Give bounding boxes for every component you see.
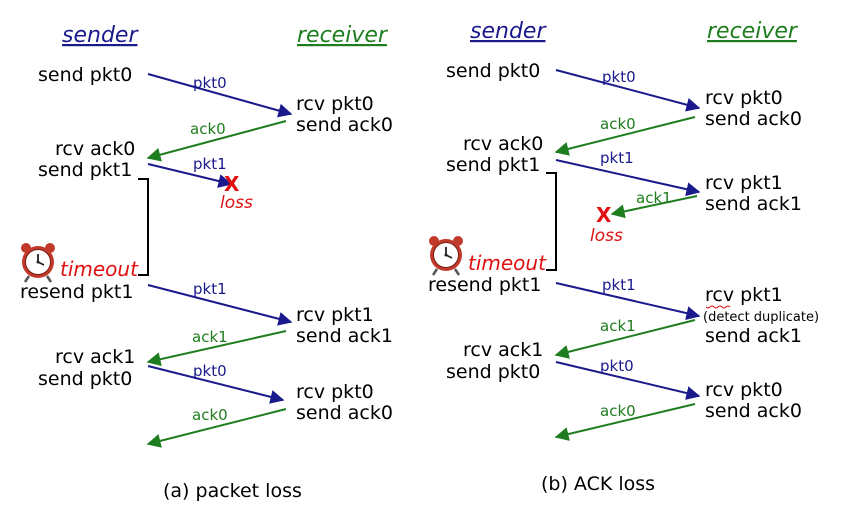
message-label: pkt0 <box>602 68 636 86</box>
receiver-event: send ack0 <box>296 114 393 136</box>
sender-event: rcv ack0 <box>463 133 543 155</box>
caption: (a) packet loss <box>163 480 302 502</box>
message-label: ack1 <box>600 317 636 335</box>
message-label: pkt1 <box>602 276 636 294</box>
sender-event: rcv ack0 <box>55 138 135 160</box>
message-arrow <box>147 284 293 326</box>
receiver-event: rcv pkt0 <box>296 381 374 403</box>
message-arrow <box>146 408 287 448</box>
sender-header: sender <box>62 23 139 48</box>
message-label: pkt1 <box>600 149 634 167</box>
panel-a: sender receiver send pkt0 rcv ack0 send … <box>19 23 393 502</box>
message-arrow <box>147 163 233 188</box>
sender-event: send pkt0 <box>38 368 132 390</box>
sender-event: resend pkt1 <box>428 274 541 296</box>
receiver-header: receiver <box>707 19 799 44</box>
sender-event: send pkt1 <box>38 159 132 181</box>
receiver-event: rcv pkt0 <box>296 93 374 115</box>
sender-event: resend pkt1 <box>20 281 133 303</box>
message-label: pkt1 <box>193 280 227 298</box>
sender-header: sender <box>470 19 547 44</box>
message-label: ack0 <box>600 115 636 133</box>
caption: (b) ACK loss <box>541 473 655 495</box>
message-arrow <box>554 319 696 359</box>
message-label: ack0 <box>190 120 226 138</box>
receiver-event: send ack1 <box>705 325 802 347</box>
receiver-event: send ack0 <box>705 400 802 422</box>
loss-mark: X <box>224 172 240 196</box>
message-label: ack0 <box>192 406 228 424</box>
receiver-event: send ack1 <box>705 193 802 215</box>
loss-label: loss <box>220 193 253 213</box>
message-arrow <box>555 282 701 320</box>
receiver-event: rcv pkt1 <box>705 284 783 306</box>
message-label: pkt0 <box>193 74 227 92</box>
message-label: pkt0 <box>193 362 227 380</box>
sender-event: send pkt1 <box>446 154 540 176</box>
message-label: pkt0 <box>600 357 634 375</box>
sender-event: send pkt0 <box>446 60 540 82</box>
message-label: ack1 <box>636 189 672 207</box>
message-arrow <box>555 361 701 400</box>
message-arrow <box>555 159 701 197</box>
sender-event: send pkt0 <box>38 64 132 86</box>
alarm-clock-icon <box>19 241 57 284</box>
receiver-header: receiver <box>297 23 389 48</box>
receiver-event: send ack0 <box>705 108 802 130</box>
sender-event: rcv ack1 <box>55 346 135 368</box>
sender-event: rcv ack1 <box>463 339 543 361</box>
message-label: pkt1 <box>193 155 227 173</box>
receiver-event: send ack1 <box>296 325 393 347</box>
detect-duplicate-note: (detect duplicate) <box>703 310 819 325</box>
message-arrow <box>147 73 293 118</box>
loss-mark: X <box>596 203 612 227</box>
message-arrow <box>147 365 285 404</box>
message-arrow <box>146 330 287 367</box>
spellcheck-underline <box>705 305 731 309</box>
message-arrow <box>610 195 698 219</box>
receiver-event: send ack0 <box>296 402 393 424</box>
message-arrow <box>554 403 696 441</box>
sender-event: send pkt0 <box>446 361 540 383</box>
loss-label: loss <box>590 226 623 246</box>
message-arrow <box>146 120 287 162</box>
timeout-label: timeout <box>60 257 139 281</box>
message-arrow <box>555 69 701 112</box>
message-label: ack1 <box>192 328 228 346</box>
receiver-event: rcv pkt0 <box>705 87 783 109</box>
receiver-event: rcv pkt0 <box>705 379 783 401</box>
receiver-event: rcv pkt1 <box>705 172 783 194</box>
timeout-bracket <box>546 172 557 271</box>
timeout-bracket <box>138 178 149 276</box>
panel-b: sender receiver send pkt0 rcv ack0 send … <box>427 19 819 495</box>
timeout-label: timeout <box>468 251 547 275</box>
receiver-event: rcv pkt1 <box>296 304 374 326</box>
message-label: ack0 <box>600 402 636 420</box>
alarm-clock-icon <box>427 234 465 277</box>
message-arrow <box>554 116 696 156</box>
